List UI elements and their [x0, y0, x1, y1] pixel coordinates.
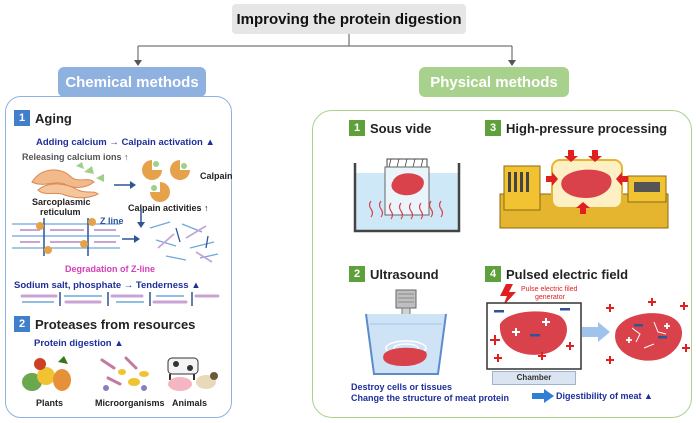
sous-vide-number: 1: [349, 120, 365, 136]
diagram-title: Improving the protein digestion: [232, 4, 466, 34]
hpp-number: 3: [485, 120, 501, 136]
destroy-cells: Destroy cells or tissues: [351, 382, 453, 392]
animals-icon: [167, 357, 218, 391]
pef-generator-line2: generator: [535, 294, 565, 301]
sous-vide-heading: 1 Sous vide: [349, 120, 431, 136]
lightning-icon: [500, 284, 516, 306]
sous-vide-illustration: [353, 158, 461, 233]
proteases-number: 2: [14, 316, 30, 332]
aging-heading: 1 Aging: [14, 110, 72, 126]
microorganisms-icon: [100, 356, 149, 391]
calpain-activities: Calpain activities ↑: [128, 203, 209, 213]
releasing-calcium: Releasing calcium ions ↑: [22, 152, 129, 162]
change-structure: Change the structure of meat protein: [351, 393, 510, 403]
pef-generator-line1: Pulse electric filed: [521, 286, 578, 293]
protein-digestion-label: Protein digestion ▲: [34, 338, 124, 349]
hpp-machine-illustration: [499, 150, 669, 229]
proteases-title: Proteases from resources: [35, 316, 196, 332]
pef-chamber-illustration: [486, 302, 582, 370]
pef-heading: 4 Pulsed electric field: [485, 266, 628, 282]
degradation-label: Degradation of Z-line: [65, 264, 155, 274]
source-plants: Plants: [36, 398, 64, 408]
source-microorganisms: Microorganisms: [95, 398, 165, 408]
pef-title: Pulsed electric field: [506, 266, 629, 282]
sarcoplasmic-reticulum-illustration: [31, 162, 104, 199]
chamber-label: Chamber: [492, 371, 576, 385]
digestibility-arrow: [532, 389, 554, 403]
source-animals: Animals: [172, 398, 208, 408]
digestibility-label: Digestibility of meat ▲: [556, 391, 653, 401]
sous-vide-title: Sous vide: [370, 120, 432, 136]
z-line-label: Z line: [100, 216, 124, 226]
ultrasound-heading: 2 Ultrasound: [349, 266, 439, 282]
calpain-label: Calpain: [200, 171, 233, 181]
plants-icon: [22, 356, 71, 391]
arrow-to-calpain: [114, 181, 136, 189]
z-line-structure: [12, 218, 120, 256]
degraded-fragments: [149, 221, 219, 263]
calcium-line: Adding calcium → Calpain activation ▲: [36, 137, 215, 148]
ultrasound-title: Ultrasound: [370, 266, 439, 282]
physical-header: Physical methods: [419, 67, 569, 97]
pef-number: 4: [485, 266, 501, 282]
sarcoplasmic-label: Sarcoplasmic: [32, 197, 91, 207]
calpain-illustration: [142, 160, 190, 202]
aging-title: Aging: [35, 110, 72, 126]
meat-fiber-illustration: [20, 292, 220, 306]
hpp-heading: 3 High-pressure processing: [485, 120, 667, 136]
chemical-header: Chemical methods: [58, 67, 206, 97]
hpp-title: High-pressure processing: [506, 120, 668, 136]
pef-treated-meat: [606, 298, 690, 364]
arrow-degradation: [137, 208, 145, 228]
sodium-line: Sodium salt, phosphate → Tenderness ▲: [14, 280, 201, 291]
pef-result-arrow: [582, 322, 610, 342]
reticulum-label: reticulum: [40, 207, 81, 217]
aging-number: 1: [14, 110, 30, 126]
physical-panel: [312, 110, 692, 418]
title-connectors: [134, 34, 516, 66]
proteases-heading: 2 Proteases from resources: [14, 316, 195, 332]
ultrasound-number: 2: [349, 266, 365, 282]
arrow-to-degraded: [122, 235, 140, 243]
ultrasound-illustration: [365, 289, 447, 375]
